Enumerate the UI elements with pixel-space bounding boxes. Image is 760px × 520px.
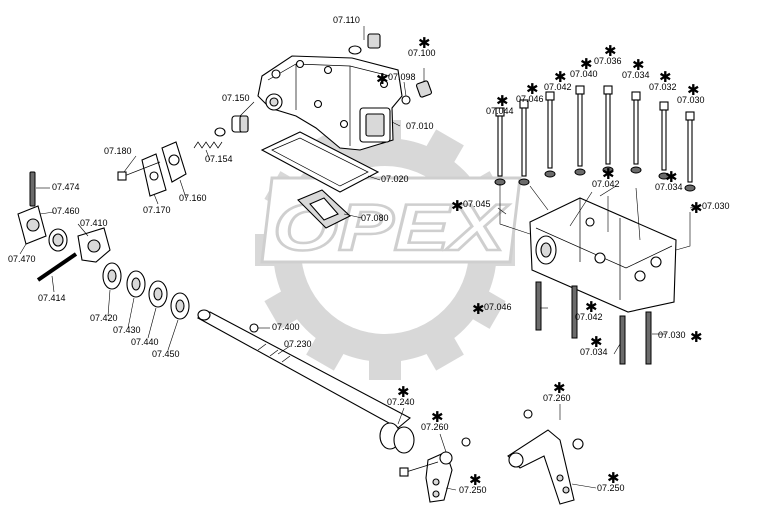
replacement-asterisk: ✱ <box>526 80 539 98</box>
watermark-logo: OPEX <box>260 176 522 265</box>
part-label: 07.150 <box>222 93 250 103</box>
part-label: 07.030 <box>658 330 686 340</box>
replacement-asterisk: ✱ <box>665 168 678 186</box>
spring-07154 <box>193 127 226 149</box>
assembly-lines <box>499 184 691 251</box>
screw-07414 <box>36 252 78 282</box>
part-label: 07.034 <box>622 70 650 80</box>
valve-block <box>529 197 677 313</box>
link-07250-left <box>399 437 471 503</box>
part-label: 07.420 <box>90 313 118 323</box>
part-label: 07.460 <box>52 206 80 216</box>
shaft-07230 <box>196 309 411 429</box>
part-label: 07.034 <box>580 347 608 357</box>
replacement-asterisk: ✱ <box>554 68 567 86</box>
replacement-asterisk: ✱ <box>604 42 617 60</box>
plate-07170 <box>141 153 167 197</box>
gasket-07020 <box>260 131 380 193</box>
part-label: 07.170 <box>143 205 171 215</box>
part-label: 07.010 <box>406 121 434 131</box>
leader-lines <box>19 26 701 491</box>
part-label: 07.042 <box>544 82 572 92</box>
replacement-asterisk: ✱ <box>496 92 509 110</box>
part-label: 07.036 <box>594 56 622 66</box>
pin-07474 <box>29 171 36 207</box>
part-label: 07.100 <box>408 48 436 58</box>
roller-07240 <box>379 422 415 454</box>
part-label: 07.040 <box>570 69 598 79</box>
part-label: 07.260 <box>543 393 571 403</box>
part-label: 07.440 <box>131 337 159 347</box>
part-label: 07.470 <box>8 254 36 264</box>
part-label: 07.044 <box>486 106 514 116</box>
part-label: 07.250 <box>459 485 487 495</box>
ball-07098 <box>401 95 411 105</box>
part-label: 07.034 <box>655 182 683 192</box>
replacement-asterisk: ✱ <box>690 328 703 346</box>
replacement-asterisk: ✱ <box>690 199 703 217</box>
part-label: 07.410 <box>80 218 108 228</box>
pin-07400 <box>249 323 259 333</box>
part-label: 07.046 <box>516 94 544 104</box>
replacement-asterisk: ✱ <box>632 56 645 74</box>
bolt-07180 <box>117 161 161 181</box>
part-label: 07.042 <box>575 312 603 322</box>
part-labels: 07.11007.100✱07.098✱07.15007.01007.18007… <box>8 15 730 495</box>
part-label: 07.042 <box>592 179 620 189</box>
piston-07150 <box>231 115 249 133</box>
replacement-asterisk: ✱ <box>585 298 598 316</box>
part-label: 07.250 <box>597 483 625 493</box>
part-label: 07.400 <box>272 322 300 332</box>
replacement-asterisk: ✱ <box>376 70 389 88</box>
part-label: 07.098 <box>388 72 416 82</box>
replacement-asterisk: ✱ <box>607 469 620 487</box>
block-07470 <box>17 205 47 245</box>
part-label: 07.430 <box>113 325 141 335</box>
replacement-asterisk: ✱ <box>451 197 464 215</box>
plate-07080 <box>297 189 351 229</box>
cover-07160 <box>161 141 187 183</box>
fitting-07100 <box>415 80 433 98</box>
part-label: 07.045 <box>463 199 491 209</box>
part-label: 07.414 <box>38 293 66 303</box>
part-label: 07.046 <box>484 302 512 312</box>
replacement-asterisk: ✱ <box>590 333 603 351</box>
bush-07460 <box>48 228 68 252</box>
part-label: 07.030 <box>677 95 705 105</box>
replacement-asterisk: ✱ <box>418 34 431 52</box>
part-label: 07.474 <box>52 182 80 192</box>
replacement-asterisk: ✱ <box>469 471 482 489</box>
part-label: 07.260 <box>421 422 449 432</box>
part-label: 07.230 <box>284 339 312 349</box>
replacement-asterisk: ✱ <box>659 68 672 86</box>
part-label: 07.030 <box>702 201 730 211</box>
part-label: 07.110 <box>333 15 360 25</box>
cams-07420-07450 <box>102 262 190 320</box>
part-label: 07.032 <box>649 82 677 92</box>
part-label: 07.020 <box>381 174 409 184</box>
replacement-asterisk: ✱ <box>397 383 410 401</box>
lever-07410 <box>77 227 111 263</box>
replacement-asterisk: ✱ <box>472 300 485 318</box>
part-label: 07.080 <box>361 213 389 223</box>
replacement-asterisk: ✱ <box>553 379 566 397</box>
part-label: 07.154 <box>205 154 233 164</box>
replacement-asterisk: ✱ <box>580 55 593 73</box>
part-label: 07.240 <box>387 397 415 407</box>
control-housing <box>257 55 403 151</box>
part-label: 07.160 <box>179 193 207 203</box>
replacement-asterisk: ✱ <box>431 408 444 426</box>
bolt-group-bottom <box>535 281 652 365</box>
link-07250-right <box>507 409 584 505</box>
replacement-asterisk: ✱ <box>687 81 700 99</box>
part-label: 07.180 <box>104 146 132 156</box>
bolt-group-top <box>494 85 696 192</box>
plug-07110 <box>348 33 381 55</box>
replacement-asterisk: ✱ <box>602 165 615 183</box>
part-label: 07.450 <box>152 349 180 359</box>
